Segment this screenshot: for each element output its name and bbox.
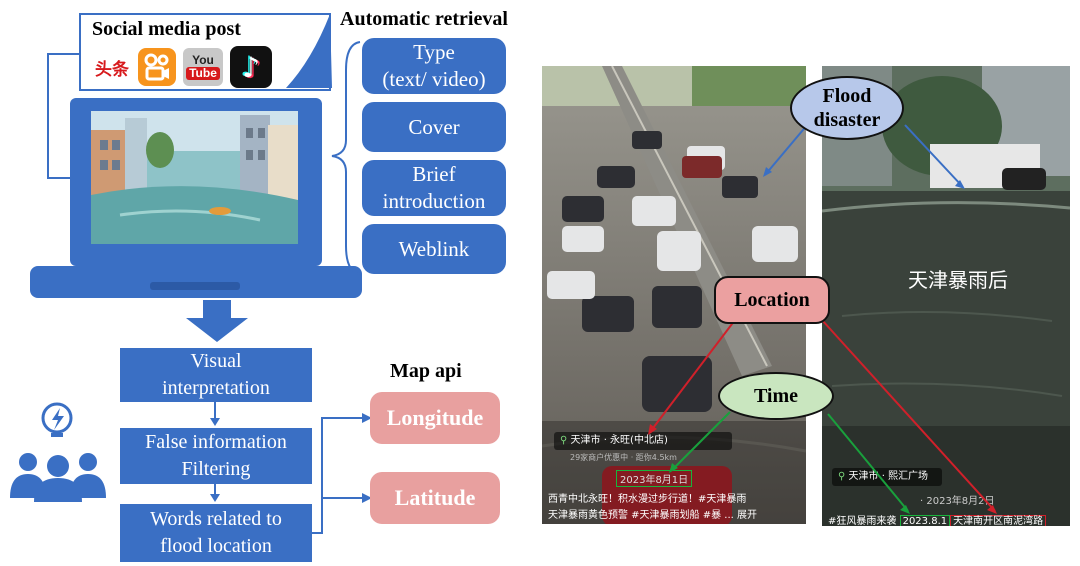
retrieval-cover: Cover xyxy=(362,102,506,152)
left-diagram-graphics xyxy=(10,13,372,534)
right-photo-date: · 2023年8月2日 xyxy=(920,496,995,507)
retrieval-brace xyxy=(331,41,361,275)
map-latitude: Latitude xyxy=(370,472,500,524)
branch-line-longitude xyxy=(312,417,362,534)
retrieval-brief-introduction: Brief introduction xyxy=(362,160,506,216)
social-pointer xyxy=(286,14,332,88)
kuaishou-logo xyxy=(138,48,176,86)
left-photo-location-tag: ⚲ 天津市 · 永旺(中北店) xyxy=(554,432,732,450)
flow-arrow-2 xyxy=(210,494,220,502)
flow-arrow-1 xyxy=(210,418,220,426)
left-photo-caption-2: 天津暴雨黄色预警 #天津暴雨划船 #暴 ... 展开 xyxy=(548,510,758,521)
label-time: Time xyxy=(718,372,834,420)
loop-line xyxy=(47,53,80,179)
toutiao-logo: 头条 xyxy=(92,50,132,84)
down-arrow-icon xyxy=(186,300,248,342)
flow-words-flood-location: Words related to flood location xyxy=(120,504,312,562)
retrieval-type: Type (text/ video) xyxy=(362,38,506,94)
laptop-notch xyxy=(150,282,240,290)
flow-false-information-filtering: False information Filtering xyxy=(120,428,312,484)
left-photo-location-sub: 29家商户优惠中 · 距你4.5km xyxy=(570,453,677,462)
flow-visual-interpretation: Visual interpretation xyxy=(120,348,312,402)
right-photo-overlay-text: 天津暴雨后 xyxy=(908,268,1008,292)
map-api-title: Map api xyxy=(390,360,462,382)
social-media-title: Social media post xyxy=(92,18,241,40)
people-ai-icon xyxy=(10,402,106,502)
left-photo-caption-1: 西青中北永旺！积水漫过步行道！#天津暴雨 xyxy=(548,494,747,505)
tiktok-logo: ♪ xyxy=(230,46,272,88)
right-photo-location-tag: ⚲ 天津市 · 熙汇广场 xyxy=(832,468,942,486)
automatic-retrieval-title: Automatic retrieval xyxy=(340,8,508,30)
label-flood-disaster: Flood disaster xyxy=(790,76,904,140)
label-location: Location xyxy=(714,276,830,324)
flood-photo-right: 天津暴雨后 ⚲ 天津市 · 熙汇广场 · 2023年8月2日 #狂风暴雨来袭 2… xyxy=(822,66,1070,526)
map-longitude: Longitude xyxy=(370,392,500,444)
retrieval-weblink: Weblink xyxy=(362,224,506,274)
left-photo-date: 2023年8月1日 xyxy=(616,470,693,487)
